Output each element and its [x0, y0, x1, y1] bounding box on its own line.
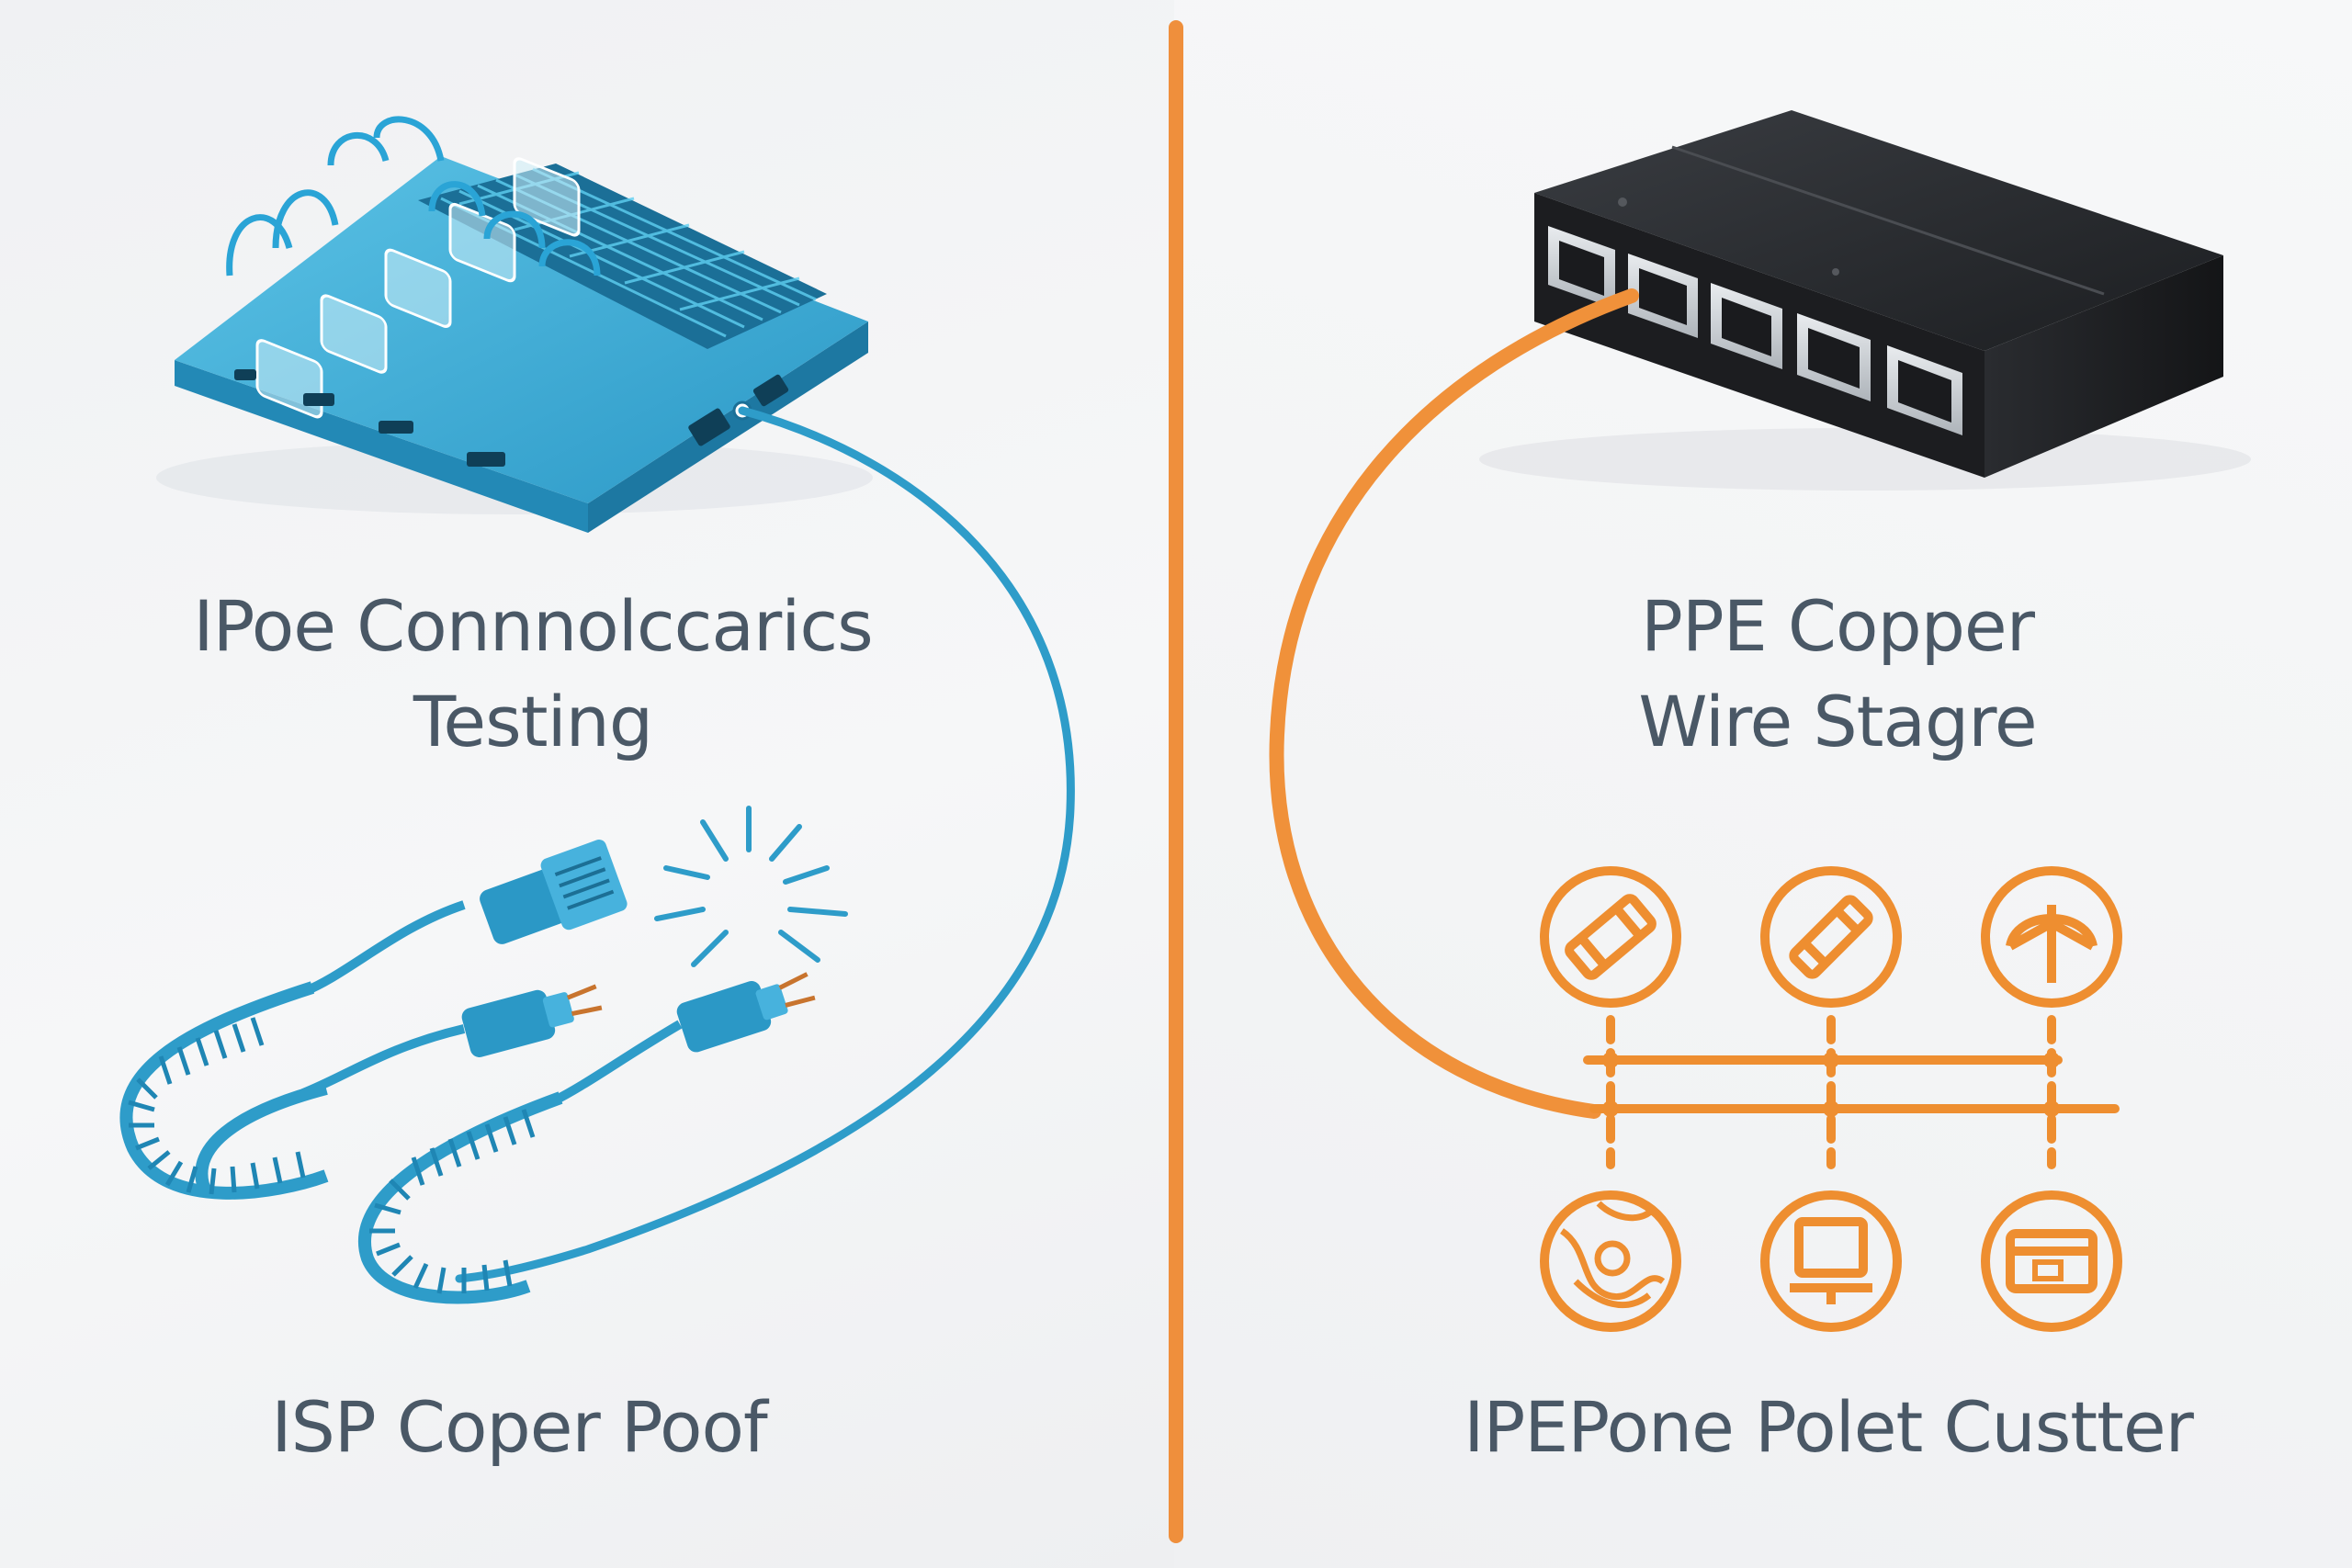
- right-title-line-1: PPE Copper: [1641, 585, 2035, 667]
- fuse-icon: [1540, 866, 1681, 1008]
- test-device-icon: [156, 116, 873, 533]
- left-bottom-caption: ISP Coper Poof: [271, 1386, 768, 1468]
- card-icon: [1981, 1190, 2122, 1332]
- right-title: PPE Copper Wire Stagre: [1433, 579, 2242, 770]
- orange-cable: [1269, 288, 1639, 1119]
- laptop-icon: [1760, 1190, 1902, 1332]
- globe-icon: [1540, 1190, 1681, 1332]
- ethernet-switch-icon: [1479, 110, 2251, 491]
- right-title-line-2: Wire Stagre: [1638, 681, 2037, 762]
- left-title-line-1: IPoe Connnolccarics: [193, 585, 874, 667]
- left-title: IPoe Connnolccarics Testing: [37, 579, 1029, 770]
- antenna-icon: [1981, 866, 2122, 1008]
- coiled-cables-icon: [119, 806, 848, 1304]
- network-schematic: [1583, 1015, 2122, 1169]
- right-bottom-caption: IPEPone Polet Custter: [1464, 1386, 2194, 1468]
- blue-cable: [455, 406, 1075, 1283]
- fuse-icon: [1760, 866, 1902, 1008]
- left-title-line-2: Testing: [413, 681, 653, 762]
